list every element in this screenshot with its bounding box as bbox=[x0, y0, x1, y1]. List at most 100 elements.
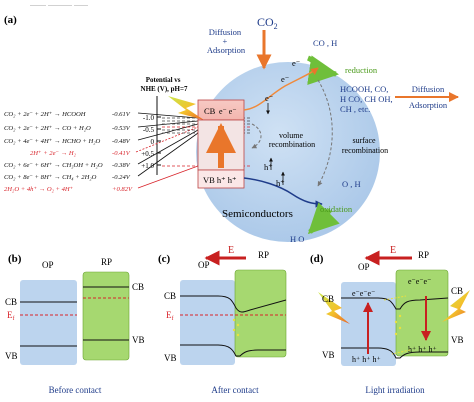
adsorption-right-label: Adsorption bbox=[409, 100, 448, 110]
interface-charges bbox=[394, 314, 402, 336]
oxidation-arrow bbox=[307, 202, 340, 235]
panel-a-label: (a) bbox=[4, 14, 17, 26]
tick-label: -1.0 bbox=[143, 114, 155, 122]
co2-h-label: CO , H bbox=[313, 38, 337, 48]
tick-label: +0.5 bbox=[141, 150, 154, 158]
reaction-text: CO₂ + 6e⁻ + 6H⁺ → CH₃OH + H₂O bbox=[4, 162, 103, 169]
header-text: ........ ............ ....... bbox=[30, 0, 88, 8]
vb-left-label: VB bbox=[5, 351, 18, 361]
light-bolt-icon bbox=[318, 292, 350, 324]
op-electrons: e⁻e⁻e⁻ bbox=[352, 289, 375, 298]
cb-left-label: CB bbox=[5, 297, 17, 307]
rp-electrons: e⁻e⁻e⁻ bbox=[408, 277, 431, 286]
diffusion-adsorption-label: Diffusion + Adsorption bbox=[207, 27, 246, 55]
oxidation-label: oxidation bbox=[320, 204, 353, 214]
vb-right-label: VB bbox=[132, 335, 145, 345]
rp-label: RP bbox=[418, 250, 429, 260]
panel-b-label: (b) bbox=[8, 253, 22, 265]
reaction-text: 2H⁺ + 2e⁻ → H₂ bbox=[30, 150, 77, 157]
reaction-text: 2H₂O + 4h⁺ → O₂ + 4H⁺ bbox=[4, 186, 74, 193]
cb-electrons: e⁻ e⁻ bbox=[219, 107, 237, 116]
electron-label: e⁻ bbox=[292, 58, 300, 68]
op-holes: h⁺ h⁺ h⁺ bbox=[352, 355, 381, 364]
electron-label: e⁻ bbox=[265, 93, 273, 103]
volume-recombination-path bbox=[251, 123, 262, 149]
caption-after-contact: After contact bbox=[211, 385, 259, 395]
potential-axis-label: Potential vs NHE (V), pH=7 bbox=[141, 76, 188, 93]
reaction-text: CO₂ + 8e⁻ + 8H⁺ → CH₄ + 2H₂O bbox=[4, 174, 97, 181]
o2-h-label: O , H bbox=[342, 179, 361, 189]
reaction-potential: -0.38V bbox=[112, 162, 131, 169]
co2-label: CO2 bbox=[257, 15, 278, 31]
field-e-label: E bbox=[228, 245, 234, 256]
surface-recombination-label: surface recombination bbox=[342, 136, 388, 155]
vb-bent-line bbox=[180, 344, 286, 357]
cb-bent-line bbox=[180, 295, 287, 313]
reaction-potential: -0.41V bbox=[112, 150, 131, 157]
reaction-list: CO₂ + 2e⁻ + 2H⁺ → HCOOH -0.61V CO₂ + 2e⁻… bbox=[4, 111, 133, 193]
rp-holes: h⁺ h⁺ h⁺ bbox=[408, 345, 437, 354]
interface-charges bbox=[232, 318, 240, 337]
panel-d: (d) E OP RP e⁻e⁻e⁻ e⁻e⁻e⁻ h⁺ h⁺ h⁺ h⁺ h⁺… bbox=[310, 245, 470, 395]
surface-recombination-path bbox=[317, 79, 333, 187]
op-region bbox=[20, 280, 77, 365]
cb-right-label: CB bbox=[451, 286, 463, 296]
reaction-text: CO₂ + 4e⁻ + 4H⁺ → HCHO + H₂O bbox=[4, 138, 101, 145]
reaction-potential: -0.53V bbox=[112, 125, 131, 132]
cb-label: CB bbox=[164, 291, 176, 301]
vb-right-label: VB bbox=[451, 335, 464, 345]
caption-before-contact: Before contact bbox=[49, 385, 102, 395]
field-e-label: E bbox=[390, 245, 396, 256]
op-label: OP bbox=[198, 260, 210, 270]
op-label: OP bbox=[42, 260, 54, 270]
vb-label: VB bbox=[164, 353, 177, 363]
rp-region bbox=[234, 269, 287, 358]
volume-recombination-label: volume recombination bbox=[269, 131, 315, 149]
reaction-text: CO₂ + 2e⁻ + 2H⁺ → HCOOH bbox=[4, 111, 87, 118]
panel-a: (a) CO2 Diffusion + Adsorption CO , H re… bbox=[4, 14, 459, 244]
transfer-arrow bbox=[383, 295, 407, 301]
tick-label: +1.0 bbox=[141, 162, 154, 170]
reaction-potential: -0.48V bbox=[112, 138, 131, 145]
tick-label: 0 bbox=[151, 138, 155, 146]
panel-c-label: (c) bbox=[158, 253, 171, 265]
ef-label: Ef bbox=[166, 310, 174, 322]
reduction-label: reduction bbox=[345, 65, 378, 75]
products-label: HCOOH, CO, H CO, CH OH, CH , etc. bbox=[340, 84, 395, 114]
semiconductors-label: Semiconductors bbox=[222, 208, 293, 220]
cb-bent-line bbox=[341, 297, 449, 310]
panel-d-label: (d) bbox=[310, 253, 324, 265]
transfer-arrow bbox=[391, 349, 411, 355]
vb-left-label: VB bbox=[322, 350, 335, 360]
rp-region bbox=[82, 271, 130, 361]
op-region bbox=[180, 280, 235, 365]
electron-path bbox=[243, 67, 319, 111]
caption-light-irradiation: Light irradiation bbox=[365, 385, 425, 395]
hole-label: h⁺ bbox=[264, 162, 273, 172]
tick-label: -0.5 bbox=[143, 126, 155, 134]
reaction-text: CO₂ + 2e⁻ + 2H⁺ → CO + H₂O bbox=[4, 125, 91, 132]
electron-label: e⁻ bbox=[281, 74, 289, 84]
vb-label: VB h⁺ h⁺ bbox=[203, 175, 237, 185]
vb-bent-line bbox=[341, 347, 448, 359]
reduction-arrow bbox=[306, 55, 339, 86]
rp-label: RP bbox=[258, 250, 269, 260]
panel-c: (c) E OP RP CB Ef VB After contact bbox=[158, 245, 287, 395]
hole-label: h⁺ bbox=[276, 178, 285, 188]
potential-ticks: -1.0 -0.5 0 +0.5 +1.0 bbox=[141, 114, 161, 170]
rp-label: RP bbox=[101, 257, 112, 267]
op-label: OP bbox=[358, 262, 370, 272]
reaction-potential: +0.82V bbox=[112, 186, 133, 193]
light-bolt-icon bbox=[442, 290, 470, 322]
cb-left-label: CB bbox=[322, 294, 334, 304]
diffusion-right-label: Diffusion bbox=[412, 84, 445, 94]
light-bolt-icon bbox=[168, 96, 204, 120]
reaction-potential: -0.24V bbox=[112, 174, 131, 181]
reaction-potential: -0.61V bbox=[112, 111, 131, 118]
cb-right-label: CB bbox=[132, 282, 144, 292]
panel-b: (b) OP RP CB Ef VB CB VB Before contact bbox=[5, 253, 145, 395]
rp-region bbox=[395, 269, 449, 357]
h2o-label: H O bbox=[290, 234, 304, 244]
cb-label: CB bbox=[204, 106, 216, 116]
